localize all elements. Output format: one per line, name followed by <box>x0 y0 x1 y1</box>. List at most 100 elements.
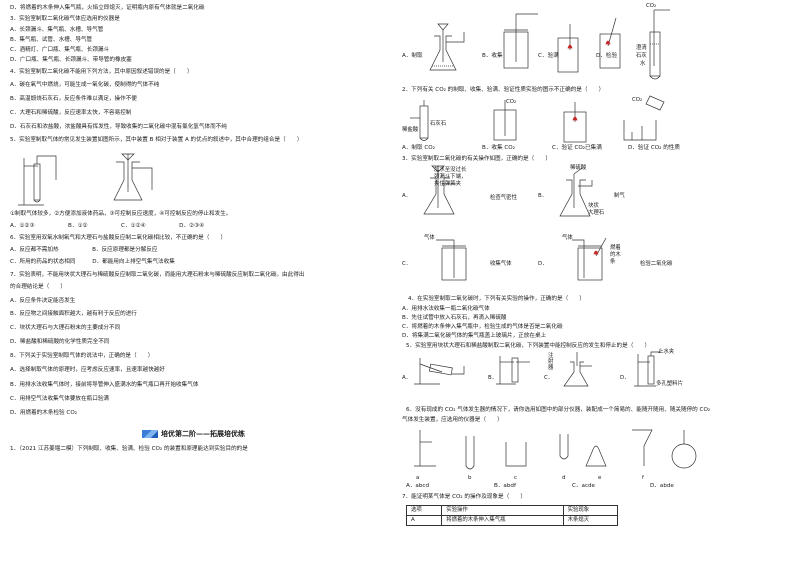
q1-option: B．收集 <box>482 53 503 59</box>
q5-label: 止水夹 <box>658 349 675 355</box>
q2-label: 稀盐酸 <box>402 127 419 133</box>
q3-figure-c <box>436 239 467 281</box>
q1-figure-limewater <box>649 9 670 80</box>
q1-figure-d <box>599 17 621 69</box>
table-header-cell: 实验现象 <box>562 505 619 516</box>
text-line: D．石灰石和浓盐酸，浓盐酸具有挥发性，导致收集的二氧化碳中混有氯化氢气体而不纯 <box>10 124 227 130</box>
q3-label: 气体 <box>562 235 573 241</box>
section-title: 培优第二阶——拓展培优练 <box>142 430 245 438</box>
q1-figure-a <box>429 23 465 71</box>
q3-option: A． <box>402 193 412 199</box>
question-5: 5．实验室用块状大理石和稀盐酸制取二氧化碳，下列装置中能控制反应的发生和停止的是… <box>406 343 651 349</box>
q3-label: 燃着 <box>610 245 621 251</box>
text-line: B．集气瓶、试管、水槽、导气管 <box>10 37 93 43</box>
text-line: A．选择制取气体的原理时，应考虑反应速率，且速率越快越好 <box>10 367 165 373</box>
q3-label: 加水至没过长 <box>434 167 467 173</box>
answer-options: C．所用的药品的状态相同 D．都能用向上排空气集气法收集 <box>10 259 175 265</box>
text-line: D．稀盐酸和稀硫酸的化学性质完全不同 <box>10 339 110 345</box>
q2-option: B．收集 CO₂ <box>482 145 515 151</box>
text-line: A．反应条件决定能否发生 <box>10 298 76 304</box>
q7-table: 选项 实验操作 实验现象 A 将燃着的木条伸入集气瓶 木条熄灭 <box>405 505 619 526</box>
q5-label: 器 <box>548 365 554 371</box>
q5-option: B． <box>488 375 498 381</box>
q6-option: D．abde <box>650 483 674 489</box>
q3-figure-b <box>559 167 593 217</box>
q2-label: 石灰石 <box>430 121 447 127</box>
text-line: ①制取气体较多，②方便添加液体药品，③可控制反应速度，④可控制反应的停止和发生。 <box>10 211 232 217</box>
q1-label: 澄清 <box>636 45 647 51</box>
text-line: C．块状大理石与大理石粉末的主要成分不同 <box>10 325 121 331</box>
table-row: A 将燃着的木条伸入集气瓶 木条熄灭 <box>405 515 619 526</box>
q1-label: 水 <box>640 61 646 67</box>
question-7: 7．能证明某气体是 CO₂ 的操作及现象是（ ） <box>402 494 526 500</box>
q6-option: A．abcd <box>406 483 430 489</box>
q2-label: CO₂ <box>506 99 517 105</box>
text-line: D．广口瓶、集气瓶、长颈漏斗、带导管的橡皮塞 <box>10 57 132 63</box>
text-line: 的合理结论是（ ） <box>10 284 66 290</box>
question-5: 5．实验室制取气体的常见发生装置如图所示，其中装置 B 相对于装置 A 的优点的… <box>10 137 303 143</box>
q4-option: C．将燃着的木条伸入集气瓶中，检验生成的气体是否是二氧化碳 <box>402 324 563 330</box>
q5-figure-b <box>496 356 530 385</box>
question-4: 4．实验室制取二氧化碳不能用下列方法，其中原因叙述错误的是（ ） <box>10 69 193 75</box>
answer-options: A．反应都不需加热 B．反应原理都是分解反应 <box>10 247 158 253</box>
q3-label: 颈漏斗下端， <box>434 174 467 180</box>
text-line: B．用排水法收集气体时，接前将导管伸入盛满水的集气瓶口再开始收集气体 <box>10 382 199 388</box>
q3-caption: 检查气密性 <box>490 195 517 201</box>
q3-label: 大理石 <box>588 210 605 216</box>
q3-option: B． <box>538 193 548 199</box>
q3-figure-d <box>572 237 607 281</box>
q5-option: C． <box>544 375 554 381</box>
text-line: A．碳在氧气中燃烧，可能生成一氧化碳，使制得的气体不纯 <box>10 82 160 88</box>
text-line: B．反应物之间接触面积越大，越有利于反应的进行 <box>10 311 137 317</box>
q2-figure-c <box>563 102 587 143</box>
text-line: A．长颈漏斗、集气瓶、水槽、导气管 <box>10 27 104 33</box>
q6-letter: e <box>598 475 602 481</box>
q3-option: C． <box>402 261 412 267</box>
table-header-row: 选项 实验操作 实验现象 <box>405 505 619 516</box>
q3-caption: 检验二氧化碳 <box>640 261 673 267</box>
question-6: 6．实验室用双氧水制氧气和大理石与盐酸反应制二氧化碳相比较，不正确的是（ ） <box>10 235 227 241</box>
q2-option: D．验证 CO₂ 的性质 <box>628 145 680 151</box>
q3-label: 条 <box>610 259 616 265</box>
q3-caption: 制气 <box>614 193 625 199</box>
q5-label: 注 <box>548 353 554 359</box>
section-marker-icon <box>142 430 158 438</box>
question-3: 3．实验室制取二氧化碳的有关操作如图，正确的是（ ） <box>402 156 551 162</box>
table-cell: A <box>405 515 443 526</box>
table-header-cell: 选项 <box>405 505 443 516</box>
q5-option: A． <box>402 375 412 381</box>
q3-label: 气体 <box>424 235 435 241</box>
question-1: 1．（2021 江苏姜堰二模）下列制取、收集、验满、检验 CO₂ 的装置和原理能… <box>10 446 248 452</box>
q3-caption: 收集气体 <box>490 261 512 267</box>
question-7: 7．实验表明，不能用块状大理石与稀硫酸反应制取二氧化碳，而能用大理石粉末与稀硫酸… <box>10 272 305 278</box>
q1-option: C．验满 <box>538 53 559 59</box>
q3-label: 夹住弹簧夹 <box>434 181 461 187</box>
question-4: 4．在实验室制取二氧化碳时，下列有关实验的操作，正确的是（ ） <box>408 296 585 302</box>
q3-label: 块状 <box>588 203 599 209</box>
q2-option: C．验证 CO₂已集满 <box>552 145 602 151</box>
q6-option: B．abdf <box>494 483 516 489</box>
q6-apparatus-figure <box>414 429 697 470</box>
answer-options: A．①②③ B．①② C．①②④ D．②③④ <box>10 223 205 229</box>
q5-figure-c <box>563 352 592 387</box>
q4-option: A．用排水法收集一瓶二氧化碳气体 <box>402 306 490 312</box>
q6-letter: c <box>514 475 517 481</box>
q5-figure-d <box>634 351 660 387</box>
q5-figure-a <box>414 358 465 385</box>
q2-label: CO₂ <box>632 97 643 103</box>
question-8: 8．下列关于实验室制取气体的说法中，正确的是（ ） <box>10 353 154 359</box>
table-cell: 木条熄灭 <box>562 515 619 526</box>
text-line: C．用排空气法收集气体要放在瓶口验满 <box>10 396 110 402</box>
q6-letter: f <box>642 475 644 481</box>
q1-label: 石灰 <box>636 53 647 59</box>
q6-letter: a <box>416 475 420 481</box>
q6-letter: d <box>562 475 566 481</box>
text-line: D．将燃着的木条伸入集气瓶，火焰立即熄灭，证明瓶内原有气体就是二氧化碳 <box>10 5 205 11</box>
q1-option: D．检验 <box>596 53 618 59</box>
q2-figure-a <box>410 100 429 141</box>
q1-figure-c <box>557 24 579 73</box>
q4-option: D．将集满二氧化碳气体的集气瓶盖上玻璃片，正放在桌上 <box>402 333 547 339</box>
q1-figure-b <box>503 13 538 69</box>
q5-label: 多孔塑料片 <box>656 381 683 387</box>
